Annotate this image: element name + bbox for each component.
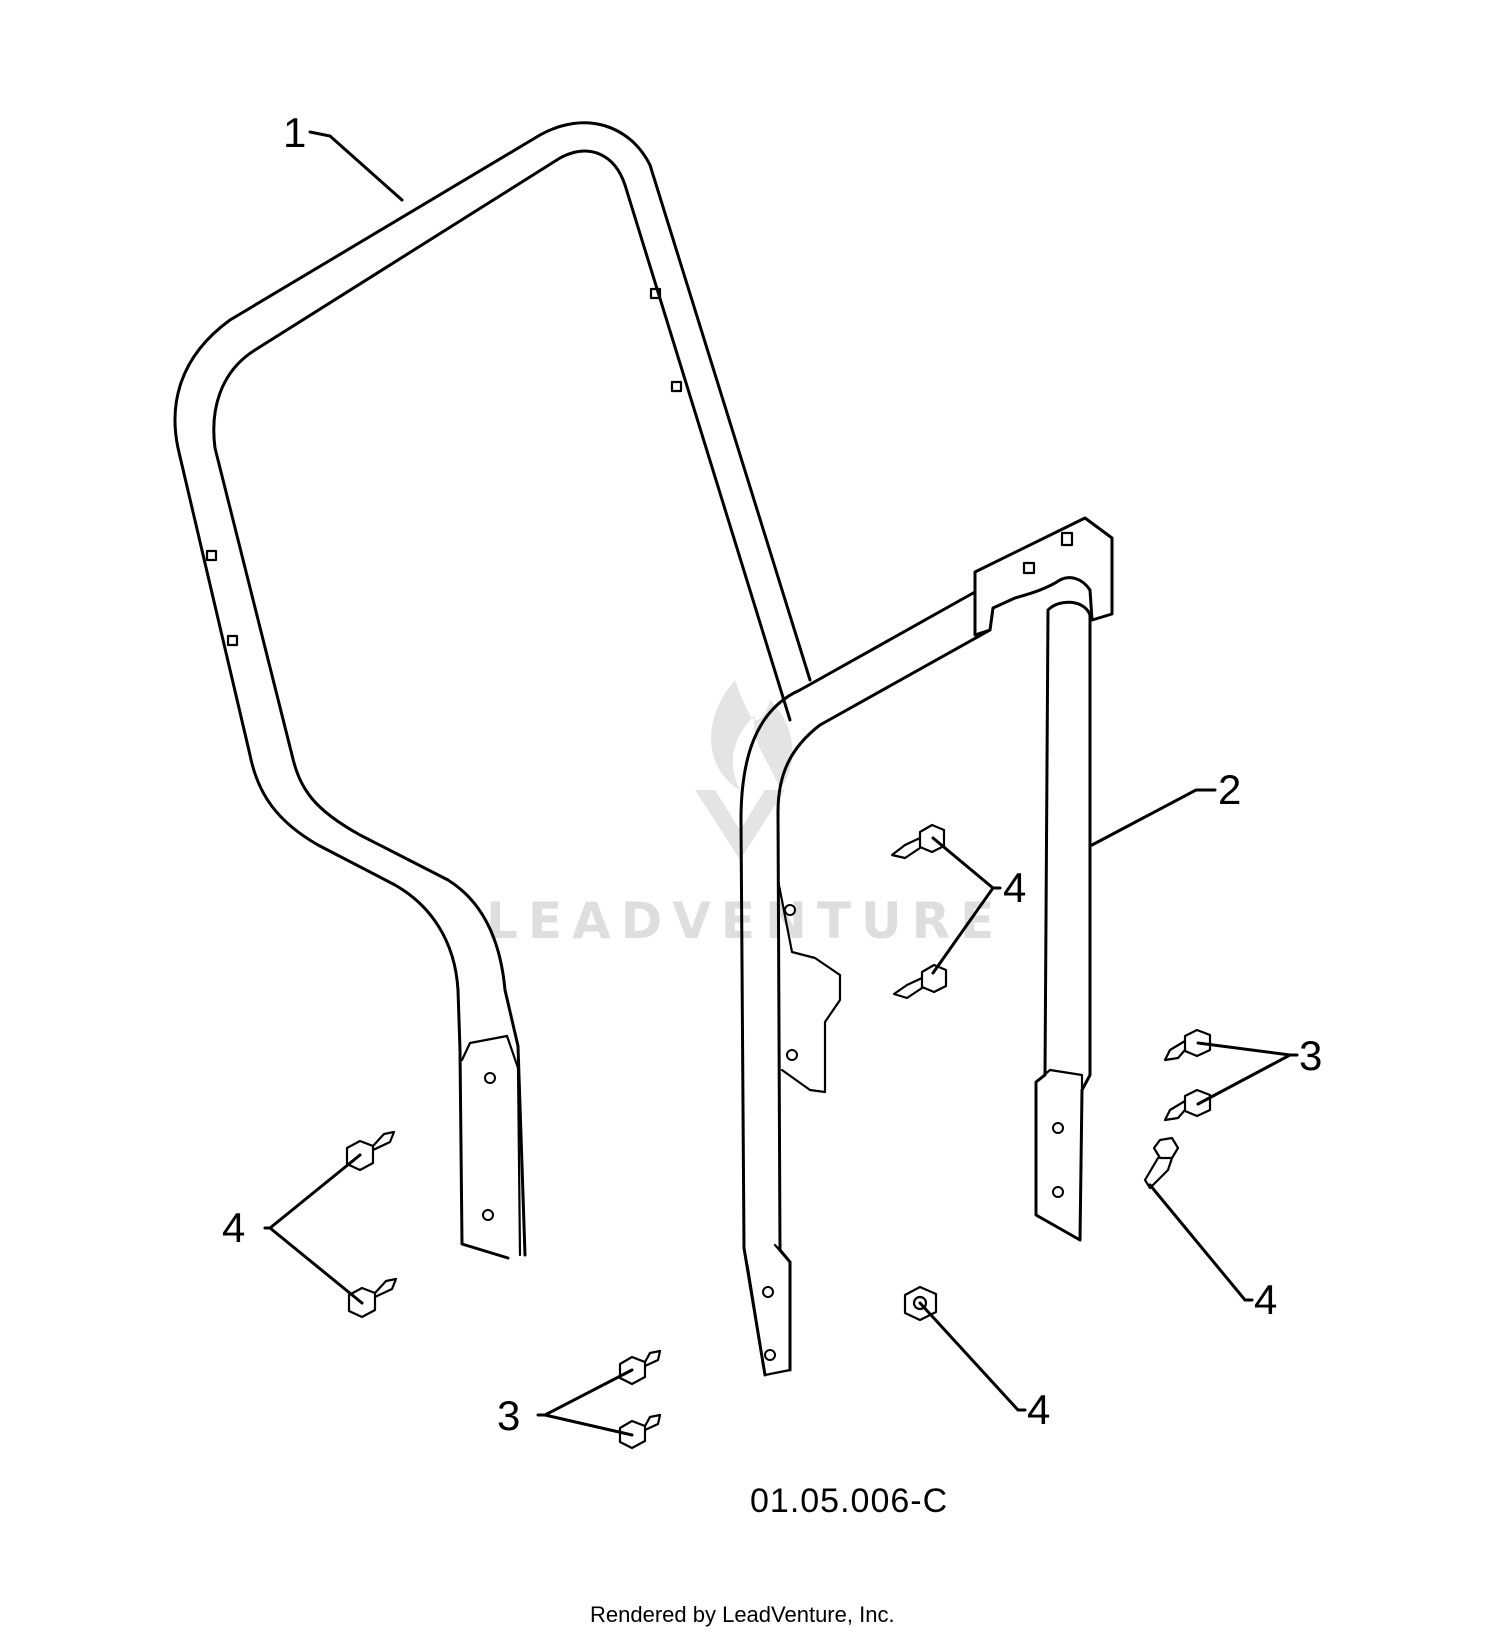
callout-4-center: 4: [1003, 864, 1026, 911]
fastener-4-right: [1143, 1136, 1180, 1190]
part-2-left-foot-hole: [762, 1286, 774, 1298]
hex-head: [618, 1419, 647, 1450]
callout-3-bottom: 3: [497, 1392, 520, 1439]
part-2-right-leg: [1034, 600, 1092, 1242]
leader-4-center: [931, 836, 1002, 975]
part-1-inner-outline: [212, 149, 792, 1257]
fastener-3-right-upper: [1163, 1028, 1212, 1062]
fastener-3-right-lower: [1163, 1088, 1212, 1122]
part-2-side-bracket: [776, 878, 842, 1094]
fastener-3-bottom-lower: [618, 1413, 662, 1450]
callout-4-right: 4: [1254, 1276, 1277, 1323]
bolt-shank: [643, 1413, 662, 1432]
bolt-shank: [892, 976, 924, 1000]
bolt-shank: [643, 1349, 662, 1368]
leader-1: [308, 130, 404, 202]
part-2-left-leg-outer: [739, 590, 977, 1377]
part-2-right-flat-foot: [1034, 1068, 1084, 1092]
leader-lines: [263, 130, 1299, 1437]
leader-3-bottom: [536, 1368, 634, 1437]
callout-4-left: 4: [222, 1204, 245, 1251]
part-1-weld-nut: [226, 634, 239, 647]
fastener-4-left-lower: [347, 1277, 398, 1319]
leader-2: [1090, 788, 1217, 847]
part-2-left-leg-inner: [776, 628, 992, 1372]
part-1-mount-hole-lower: [482, 1209, 494, 1221]
bolt-shank: [371, 1130, 396, 1152]
callout-2: 2: [1218, 766, 1241, 813]
nut-bore: [912, 1295, 928, 1311]
part-2-top-bolt-hole: [1060, 531, 1074, 547]
part-1-weld-nut: [649, 287, 662, 300]
render-credit: Rendered by LeadVenture, Inc.: [590, 1602, 895, 1627]
bolt-shank: [1163, 1099, 1187, 1122]
fastener-4-left-upper: [345, 1130, 396, 1172]
leader-4-left: [263, 1153, 364, 1305]
part-2-support-frame: [739, 516, 1114, 1377]
watermark-text: LEADVENTURE: [486, 892, 1004, 950]
part-1-flat-bracket: [460, 1034, 522, 1257]
part-2-left-foot-hole: [764, 1349, 776, 1361]
fastener-4-center-lower: [892, 963, 948, 1000]
fastener-4-bottom-nut: [903, 1285, 938, 1322]
bolt-shank: [890, 836, 922, 860]
bolt-shank: [373, 1277, 398, 1299]
part-2-right-foot-hole: [1052, 1186, 1064, 1198]
part-1-outer-outline: [173, 121, 812, 1260]
part-2-top-bolt-hole: [1022, 561, 1036, 575]
callout-4-bottom: 4: [1027, 1386, 1050, 1433]
watermark-flame-logo: [695, 680, 793, 860]
figure-code: 01.05.006-C: [750, 1482, 948, 1520]
leader-4-bottom: [918, 1301, 1027, 1412]
part-2-right-foot-hole: [1052, 1122, 1064, 1134]
nut-body: [903, 1285, 938, 1322]
part-2-bracket-hole: [784, 904, 796, 916]
leader-4-right: [1148, 1183, 1254, 1302]
callout-labels: 1 2 4 4 4 4 3 3: [222, 109, 1322, 1439]
part-1-handle-bar: [173, 121, 812, 1260]
part-1-mount-hole-upper: [484, 1072, 496, 1084]
part-2-top-cross-bracket: [973, 516, 1114, 637]
hex-head: [347, 1286, 377, 1319]
callout-3-right: 3: [1299, 1032, 1322, 1079]
leader-3-right: [1196, 1041, 1299, 1106]
hex-head: [618, 1355, 647, 1386]
bolt-shank: [1143, 1156, 1174, 1190]
hex-head: [1152, 1136, 1180, 1160]
callout-1: 1: [283, 109, 306, 156]
fastener-3-bottom-upper: [618, 1349, 662, 1386]
part-2-left-flat-foot: [742, 1243, 792, 1377]
part-1-weld-nut: [670, 380, 683, 393]
leadventure-watermark: LEADVENTURE: [486, 680, 1004, 950]
part-2-bracket-hole: [786, 1049, 798, 1061]
part-1-weld-nut: [205, 549, 218, 562]
bolt-shank: [1163, 1039, 1187, 1062]
